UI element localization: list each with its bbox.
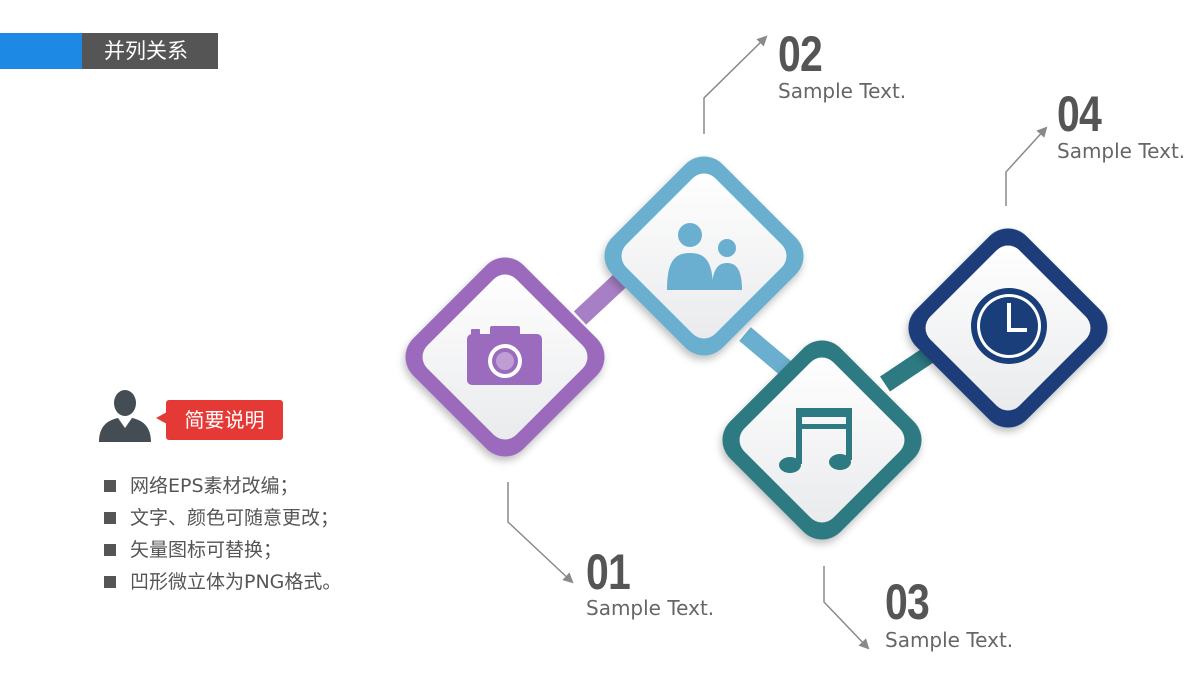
note-item: 网络EPS素材改编； bbox=[104, 470, 341, 502]
music-icon bbox=[779, 408, 852, 473]
notes-list: 网络EPS素材改编； 文字、颜色可随意更改； 矢量图标可替换； 凹形微立体为PN… bbox=[104, 470, 341, 598]
person-icon bbox=[99, 390, 151, 442]
users-icon bbox=[667, 223, 742, 290]
note-item: 文字、颜色可随意更改； bbox=[104, 502, 341, 534]
step-number-01: 01 bbox=[586, 544, 631, 600]
pointer-01 bbox=[507, 482, 574, 584]
step-text-03: Sample Text. bbox=[885, 628, 1014, 652]
pointer-03 bbox=[823, 566, 870, 650]
presenter-badge: 简要说明 bbox=[156, 400, 283, 440]
step-text-04: Sample Text. bbox=[1057, 139, 1186, 163]
step-number-03: 03 bbox=[885, 574, 930, 630]
page-title: 并列关系 bbox=[82, 33, 218, 69]
tile-02 bbox=[604, 156, 804, 356]
step-text-01: Sample Text. bbox=[586, 596, 715, 620]
pointer-04 bbox=[1005, 126, 1048, 206]
clock-icon bbox=[971, 288, 1047, 364]
camera-icon bbox=[467, 326, 542, 385]
note-item: 矢量图标可替换； bbox=[104, 534, 341, 566]
step-text-02: Sample Text. bbox=[778, 79, 907, 103]
step-number-04: 04 bbox=[1057, 86, 1102, 142]
note-item: 凹形微立体为PNG格式。 bbox=[104, 566, 341, 598]
connector-1-2 bbox=[573, 269, 632, 325]
tile-03 bbox=[722, 340, 922, 540]
connector-3-4 bbox=[880, 346, 935, 392]
connector-2-3 bbox=[739, 327, 796, 379]
pointer-02 bbox=[703, 35, 768, 134]
step-number-02: 02 bbox=[778, 26, 823, 82]
header-accent-bar bbox=[0, 33, 82, 69]
